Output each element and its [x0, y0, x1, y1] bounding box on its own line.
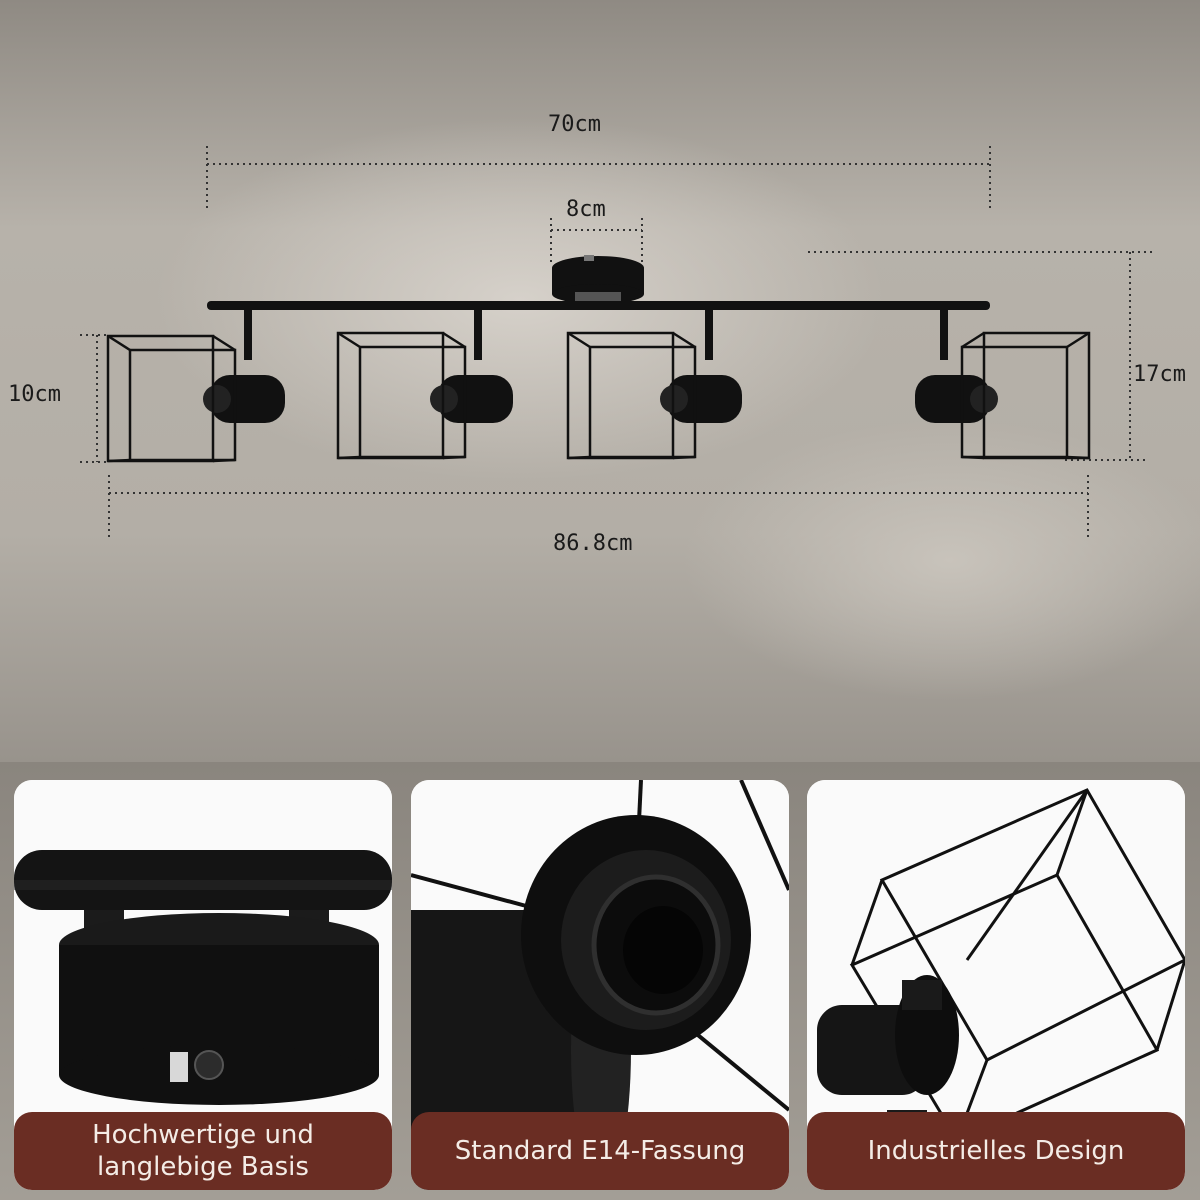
- dimension-17cm: 17cm: [1133, 362, 1186, 387]
- spotlight-4: [915, 310, 1091, 460]
- dimension-10cm: 10cm: [8, 382, 61, 407]
- feature-caption-socket: Standard E14-Fassung: [411, 1112, 789, 1190]
- feature-panel-socket: Standard E14-Fassung: [411, 780, 789, 1190]
- spotlight-2: [336, 310, 513, 460]
- spotlight-1: [106, 310, 285, 463]
- feature-panel-design: Industrielles Design: [807, 780, 1185, 1190]
- dimension-86-8cm: 86.8cm: [553, 531, 633, 556]
- feature-caption-text: Standard E14-Fassung: [454, 1136, 746, 1166]
- feature-panel-base: Hochwertige und langlebige Basis: [14, 780, 392, 1190]
- product-dimensions-area: [0, 0, 1200, 762]
- feature-caption-design: Industrielles Design: [807, 1112, 1185, 1190]
- ceiling-base: [552, 255, 644, 304]
- dimension-8cm: 8cm: [566, 197, 606, 222]
- feature-caption-base: Hochwertige und langlebige Basis: [14, 1112, 392, 1190]
- feature-caption-text: Industrielles Design: [867, 1136, 1125, 1166]
- feature-caption-text: Hochwertige und langlebige Basis: [92, 1120, 314, 1182]
- spotlight-3: [566, 310, 742, 460]
- dimension-70cm: 70cm: [548, 112, 601, 137]
- lamp-dimension-drawing: [80, 146, 1155, 540]
